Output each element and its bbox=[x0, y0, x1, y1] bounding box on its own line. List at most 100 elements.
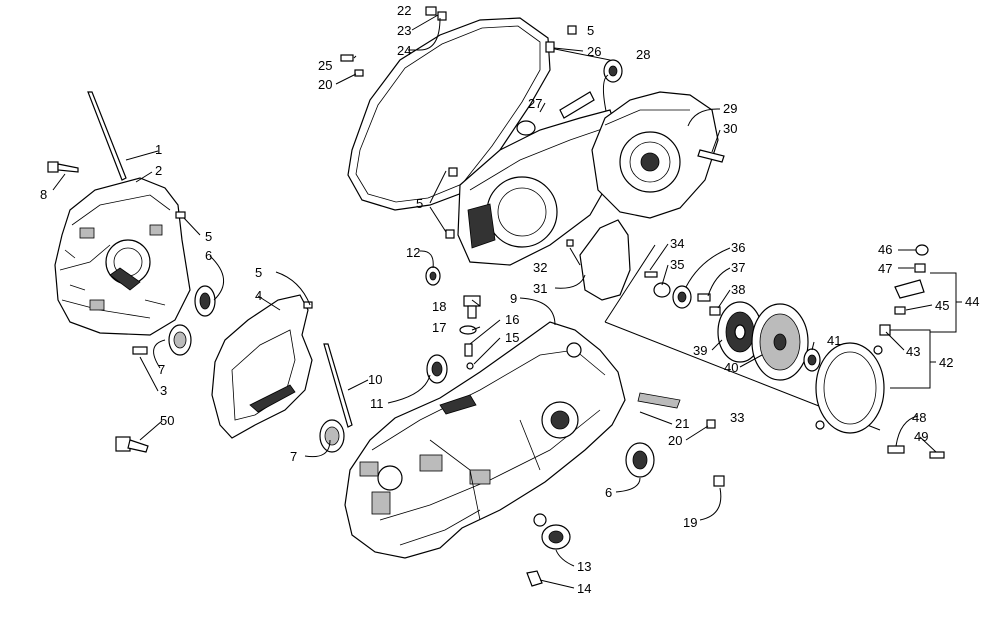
washer-47 bbox=[914, 263, 926, 273]
callout-20: 20 bbox=[318, 77, 332, 92]
starter-pulley-40 bbox=[751, 303, 809, 381]
callout-30: 30 bbox=[723, 121, 737, 136]
callout-20b: 20 bbox=[668, 433, 682, 448]
starter-handle bbox=[894, 279, 925, 315]
seal-13 bbox=[541, 524, 571, 550]
callout-41: 41 bbox=[827, 333, 841, 348]
callout-31: 31 bbox=[533, 281, 547, 296]
plug-14 bbox=[526, 570, 543, 587]
callout-14: 14 bbox=[577, 581, 591, 596]
callout-8: 8 bbox=[40, 187, 47, 202]
callout-44: 44 bbox=[965, 294, 979, 309]
screw-20 bbox=[706, 419, 716, 429]
plate-21 bbox=[637, 392, 681, 409]
callout-25: 25 bbox=[318, 58, 332, 73]
washer-17 bbox=[459, 325, 477, 335]
callout-10: 10 bbox=[368, 372, 382, 387]
callout-37: 37 bbox=[731, 260, 745, 275]
bolt-50 bbox=[115, 436, 149, 453]
callout-4: 4 bbox=[255, 288, 262, 303]
pin-25 bbox=[340, 54, 354, 62]
callout-7: 7 bbox=[158, 362, 165, 377]
callout-45: 45 bbox=[935, 298, 949, 313]
bracket-44 bbox=[930, 272, 962, 333]
spring-washer-36 bbox=[672, 285, 692, 309]
callout-5b: 5 bbox=[255, 265, 262, 280]
callout-24: 24 bbox=[397, 43, 411, 58]
callout-1: 1 bbox=[155, 142, 162, 157]
callout-9: 9 bbox=[510, 291, 517, 306]
clutch-cover-gasket-31 bbox=[579, 219, 631, 301]
callout-18: 18 bbox=[432, 299, 446, 314]
callout-21: 21 bbox=[675, 416, 689, 431]
washer-23 bbox=[437, 11, 447, 21]
right-crankcase-half bbox=[344, 321, 626, 559]
callout-5d: 5 bbox=[416, 196, 423, 211]
callout-43: 43 bbox=[906, 344, 920, 359]
stud-10 bbox=[323, 343, 353, 428]
o-ring-15 bbox=[466, 362, 474, 370]
callout-17: 17 bbox=[432, 320, 446, 335]
callout-6b: 6 bbox=[605, 485, 612, 500]
bolt-49 bbox=[929, 451, 945, 459]
pulley-35 bbox=[653, 282, 671, 298]
callout-5c: 5 bbox=[587, 23, 594, 38]
clutch-cover-gasket bbox=[347, 17, 551, 211]
callout-42: 42 bbox=[939, 355, 953, 370]
callout-5: 5 bbox=[205, 229, 212, 244]
oil-seal-6b bbox=[625, 442, 655, 478]
callout-13: 13 bbox=[577, 559, 591, 574]
callout-35: 35 bbox=[670, 257, 684, 272]
callout-27: 27 bbox=[528, 96, 542, 111]
callout-11: 11 bbox=[370, 396, 384, 411]
bushing-27 bbox=[516, 91, 595, 136]
callout-numbers: 1 2 3 5 6 7 8 50 4 5 7 10 11 12 9 18 17 … bbox=[40, 3, 979, 596]
grommet-46 bbox=[915, 244, 929, 256]
callout-33: 33 bbox=[730, 410, 744, 425]
bolt-30 bbox=[697, 149, 725, 163]
left-crankcase-half bbox=[54, 177, 191, 336]
screw-20a bbox=[354, 69, 364, 77]
callout-47: 47 bbox=[878, 261, 892, 276]
callout-3: 3 bbox=[160, 383, 167, 398]
callout-23: 23 bbox=[397, 23, 411, 38]
callout-2: 2 bbox=[155, 163, 162, 178]
callout-39: 39 bbox=[693, 343, 707, 358]
callout-16: 16 bbox=[505, 312, 519, 327]
pin-43 bbox=[879, 324, 891, 336]
callout-48: 48 bbox=[912, 410, 926, 425]
oil-seal-6 bbox=[194, 285, 216, 317]
bracket-42 bbox=[890, 329, 936, 389]
bearing-11 bbox=[426, 354, 448, 384]
callout-38: 38 bbox=[731, 282, 745, 297]
recoil-case bbox=[815, 342, 885, 434]
plug-16 bbox=[464, 343, 473, 357]
crankcase-gasket bbox=[211, 294, 313, 439]
drive-clutch-cover-29 bbox=[591, 91, 719, 219]
leader-lines bbox=[52, 14, 937, 589]
dowel-pin-32 bbox=[566, 239, 574, 247]
callout-36: 36 bbox=[731, 240, 745, 255]
dowel-pin-5 bbox=[567, 25, 577, 35]
callout-7b: 7 bbox=[290, 449, 297, 464]
bolt-8 bbox=[47, 161, 79, 173]
callout-40: 40 bbox=[724, 360, 738, 375]
dowel-pin-5c bbox=[448, 167, 458, 177]
spring-41 bbox=[803, 348, 821, 372]
callout-34: 34 bbox=[670, 236, 684, 251]
dowel-pin-5b bbox=[445, 229, 455, 239]
callout-19: 19 bbox=[683, 515, 697, 530]
bolt-19 bbox=[713, 475, 725, 487]
callout-28: 28 bbox=[636, 47, 650, 62]
stud-bolt bbox=[87, 91, 127, 181]
dowel-pin bbox=[175, 211, 186, 219]
callout-32: 32 bbox=[533, 260, 547, 275]
bearing-7 bbox=[168, 324, 192, 356]
bearing-7b bbox=[319, 419, 345, 453]
callout-46: 46 bbox=[878, 242, 892, 257]
pawl-38 bbox=[709, 306, 721, 316]
pawl-37 bbox=[697, 293, 711, 302]
bolt-22 bbox=[425, 6, 437, 16]
dowel-pin bbox=[303, 301, 313, 309]
